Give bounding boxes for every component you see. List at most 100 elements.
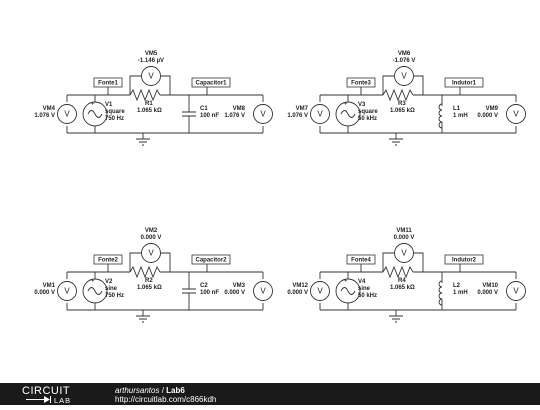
source-frequency: 50 kHz [358, 293, 377, 299]
svg-text:V: V [401, 72, 407, 81]
source-tag[interactable]: Fonte3 [346, 77, 376, 88]
voltmeter-right[interactable]: V [253, 281, 273, 301]
svg-text:Fonte1: Fonte1 [98, 81, 118, 87]
svg-text:Capacitor1: Capacitor1 [195, 81, 227, 87]
source-tag[interactable]: Fonte4 [346, 254, 376, 265]
vm-right-value: 0.000 V [224, 290, 245, 296]
vm-left-name: VM4 [43, 106, 56, 112]
svg-text:V: V [317, 287, 323, 296]
ground-icon [389, 310, 403, 323]
svg-text:Fonte2: Fonte2 [98, 258, 118, 264]
component-value: 1 mH [453, 113, 468, 119]
resistor-name: R4 [398, 278, 406, 284]
voltmeter-top[interactable]: V [141, 243, 161, 263]
voltmeter-top[interactable]: V [141, 66, 161, 86]
voltmeter-left[interactable]: V [57, 281, 77, 301]
vm-left-name: VM12 [292, 283, 308, 289]
svg-text:V: V [513, 287, 519, 296]
voltmeter-right[interactable]: V [506, 104, 526, 124]
footer-bar: CIRCUIT LAB arthursantos / Lab6 http://c… [0, 383, 540, 405]
ac-source-icon[interactable]: + [335, 279, 361, 304]
inductor-icon [438, 103, 443, 129]
capacitor-icon [182, 106, 196, 122]
logo-text-lab: LAB [54, 396, 71, 405]
voltmeter-right[interactable]: V [253, 104, 273, 124]
svg-text:V: V [64, 110, 70, 119]
voltmeter-left[interactable]: V [310, 104, 330, 124]
schematic-title: Lab6 [166, 386, 185, 395]
voltmeter-top[interactable]: V [394, 243, 414, 263]
svg-text:Indutor2: Indutor2 [452, 258, 477, 264]
source-waveform: sine [105, 286, 118, 292]
source-waveform: square [105, 109, 125, 115]
source-waveform: sine [358, 286, 371, 292]
vm-right-name: VM8 [233, 106, 246, 112]
svg-text:Fonte4: Fonte4 [351, 258, 371, 264]
schematic-url[interactable]: http://circuitlab.com/c866kdh [115, 395, 216, 404]
vm-right-value: 0.000 V [477, 113, 498, 119]
vm-top-name: VM5 [145, 51, 158, 57]
source-waveform: square [358, 109, 378, 115]
source-frequency: 750 Hz [105, 293, 124, 299]
svg-text:V: V [64, 287, 70, 296]
vm-right-value: 0.000 V [477, 290, 498, 296]
title-separator: / [159, 386, 166, 395]
resistor-icon [129, 265, 161, 279]
vm-top-value: 0.000 V [141, 235, 162, 241]
svg-text:V: V [148, 72, 154, 81]
logo-diode-icon [44, 396, 50, 403]
voltmeter-left[interactable]: V [57, 104, 77, 124]
logo-text-circuit: CIRCUIT [22, 385, 70, 397]
vm-left-value: 1.076 V [287, 113, 308, 119]
component-name: L2 [453, 283, 461, 289]
vm-right-name: VM3 [233, 283, 246, 289]
inductor-icon [438, 280, 443, 306]
svg-text:V: V [260, 287, 266, 296]
vm-left-name: VM1 [43, 283, 56, 289]
vm-right-value: 1.076 V [224, 113, 245, 119]
ac-source-icon[interactable]: + [82, 279, 108, 304]
resistor-name: R2 [145, 278, 153, 284]
component-value: 100 nF [200, 290, 219, 296]
voltmeter-top[interactable]: V [394, 66, 414, 86]
resistor-value: 1.065 kΩ [390, 285, 415, 291]
ac-source-icon[interactable]: + [82, 102, 108, 127]
source-tag[interactable]: Fonte1 [93, 77, 123, 88]
voltmeter-right[interactable]: V [506, 281, 526, 301]
vm-top-name: VM11 [396, 228, 412, 234]
ground-icon [389, 133, 403, 146]
component-name: L1 [453, 106, 461, 112]
svg-text:Indutor1: Indutor1 [452, 81, 477, 87]
svg-text:+: + [344, 102, 348, 108]
svg-text:V: V [401, 249, 407, 258]
probe-tag[interactable]: Indutor1 [444, 77, 484, 88]
source-frequency: 50 kHz [358, 116, 377, 122]
source-tag[interactable]: Fonte2 [93, 254, 123, 265]
vm-top-value: -1.076 V [393, 58, 416, 64]
ground-icon [136, 310, 150, 323]
ac-source-icon[interactable]: + [335, 102, 361, 127]
vm-top-name: VM2 [145, 228, 158, 234]
vm-top-value: -1.146 µV [138, 58, 164, 64]
vm-top-name: VM6 [398, 51, 411, 57]
vm-right-name: VM10 [482, 283, 498, 289]
voltmeter-left[interactable]: V [310, 281, 330, 301]
probe-tag[interactable]: Capacitor2 [191, 254, 231, 265]
svg-text:V: V [148, 249, 154, 258]
probe-tag[interactable]: Capacitor1 [191, 77, 231, 88]
resistor-icon [382, 265, 414, 279]
author-name[interactable]: arthursantos [115, 386, 159, 395]
svg-text:Fonte3: Fonte3 [351, 81, 371, 87]
component-value: 100 nF [200, 113, 219, 119]
vm-left-value: 0.000 V [287, 290, 308, 296]
circuitlab-logo[interactable]: CIRCUIT LAB [22, 385, 71, 405]
resistor-icon [129, 88, 161, 102]
svg-text:V: V [260, 110, 266, 119]
svg-text:+: + [344, 279, 348, 285]
probe-tag[interactable]: Indutor2 [444, 254, 484, 265]
svg-text:+: + [91, 279, 95, 285]
source-name: V4 [358, 279, 366, 285]
svg-text:V: V [513, 110, 519, 119]
source-name: V3 [358, 102, 366, 108]
